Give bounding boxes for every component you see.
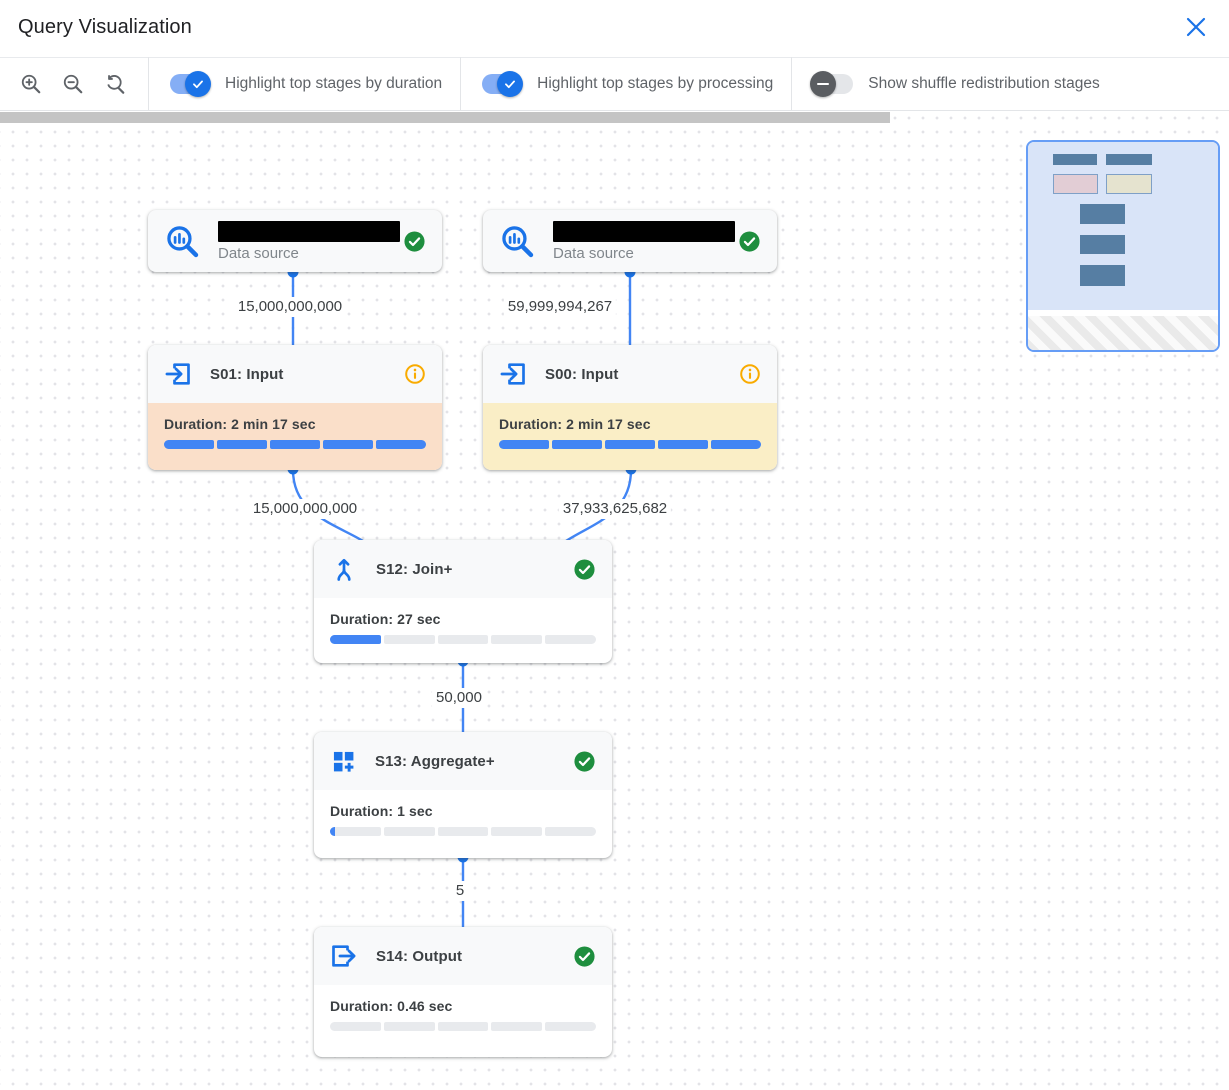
check-circle-icon [403,230,426,253]
stage-title: S00: Input [545,365,619,383]
edge-label-rows: 15,000,000,000 [233,297,347,317]
duration-label: Duration: 27 sec [330,611,441,627]
data-source-icon [164,223,200,259]
toggle-highlight-processing[interactable] [479,71,524,97]
stage-title: S13: Aggregate+ [375,752,495,770]
zoom-in-icon [21,74,41,94]
minimap-out-of-view-area [1028,316,1218,350]
edge-label-rows: 37,933,625,682 [558,499,672,519]
toggle-show-shuffle[interactable] [810,71,854,97]
graph-canvas[interactable]: 15,000,000,000 59,999,994,267 15,000,000… [0,111,1229,1090]
toggle-label-shuffle: Show shuffle redistribution stages [868,75,1100,92]
info-circle-icon[interactable] [404,363,426,385]
node-stage-s12-join[interactable]: S12: Join+ Duration: 27 sec [314,540,612,663]
graph-toolbar: Highlight top stages by duration Highlig… [0,57,1229,111]
info-circle-icon[interactable] [739,363,761,385]
toggle-label-processing: Highlight top stages by processing [537,75,774,92]
node-stage-s01-input[interactable]: S01: Input Duration: 2 min 17 sec [148,345,442,470]
node-stage-s00-input[interactable]: S00: Input Duration: 2 min 17 sec [483,345,777,470]
redacted-table-name [553,220,735,242]
toggle-highlight-duration[interactable] [167,71,211,97]
zoom-out-button[interactable] [60,71,86,97]
output-icon [330,942,358,970]
data-source-icon [499,223,535,259]
stage-title: S01: Input [210,365,284,383]
check-circle-icon [573,558,596,581]
duration-label: Duration: 0.46 sec [330,998,453,1014]
minimap-node [1106,154,1152,165]
horizontal-scrollbar[interactable] [0,112,890,123]
panel-header: Query Visualization [0,0,1229,57]
edge-label-rows: 5 [451,881,469,901]
minimap-node [1080,265,1125,286]
toggle-knob-check-icon [185,71,211,97]
stage-title: S12: Join+ [376,560,453,578]
close-icon [1186,17,1206,37]
toolbar-divider [148,57,149,111]
duration-bar [330,635,596,644]
edge-label-rows: 50,000 [432,688,486,708]
toggle-knob-minus-icon [810,71,837,97]
input-icon [499,360,527,388]
duration-label: Duration: 2 min 17 sec [164,416,316,432]
minimap-node [1080,204,1125,224]
edge-label-rows: 15,000,000,000 [248,499,362,519]
minimap-node-highlight-duration [1053,174,1098,194]
zoom-out-icon [63,74,83,94]
node-data-source-2[interactable]: Data source [483,210,777,272]
join-icon [330,555,358,583]
aggregate-icon [330,748,357,775]
zoom-in-button[interactable] [18,71,44,97]
zoom-reset-icon [107,75,125,94]
page-title: Query Visualization [18,16,192,38]
close-button[interactable] [1183,14,1209,40]
toggle-label-duration: Highlight top stages by duration [225,75,443,92]
check-circle-icon [573,750,596,773]
toggle-knob-check-icon [497,71,524,97]
duration-bar [164,440,426,449]
duration-bar [330,827,596,836]
check-circle-icon [738,230,761,253]
duration-label: Duration: 2 min 17 sec [499,416,651,432]
data-source-label: Data source [218,244,299,262]
node-stage-s14-output[interactable]: S14: Output Duration: 0.46 sec [314,927,612,1057]
toolbar-divider [791,57,793,111]
node-data-source-1[interactable]: Data source [148,210,442,272]
toolbar-divider [460,57,462,111]
edge-label-rows: 59,999,994,267 [503,297,617,317]
redacted-table-name [218,220,400,242]
input-icon [164,360,192,388]
stage-title: S14: Output [376,947,463,965]
duration-bar [499,440,761,449]
minimap-node [1053,154,1097,165]
minimap-node-highlight-processing [1106,174,1152,194]
duration-label: Duration: 1 sec [330,803,433,819]
minimap-node [1080,235,1125,254]
minimap[interactable] [1026,140,1220,352]
zoom-reset-button[interactable] [102,71,128,97]
node-stage-s13-aggregate[interactable]: S13: Aggregate+ Duration: 1 sec [314,732,612,858]
duration-bar [330,1022,596,1031]
check-circle-icon [573,945,596,968]
data-source-label: Data source [553,244,634,262]
